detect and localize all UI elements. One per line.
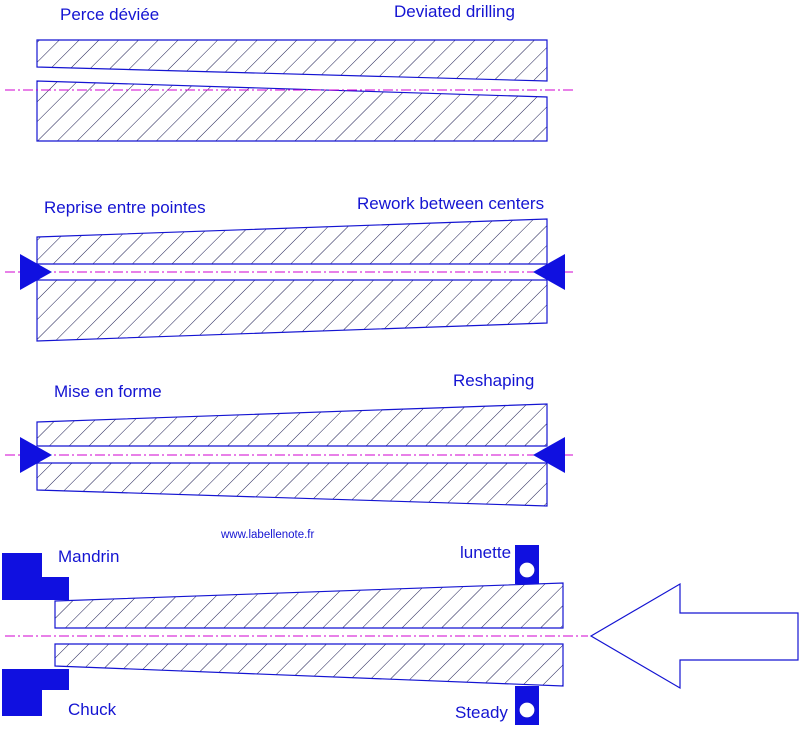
deviated-bar-top — [36, 39, 548, 82]
steady-bottom — [515, 686, 539, 725]
label-deviated-drilling-en: Deviated drilling — [394, 2, 515, 21]
label-deviated-drilling-fr: Perce déviée — [60, 5, 160, 24]
direction-arrow — [589, 582, 799, 690]
chuck-jaw-bottom — [2, 669, 69, 716]
chuck-steady-panel — [2, 545, 799, 725]
deviated-drilling-panel — [5, 39, 575, 142]
label-chuck-en: Chuck — [68, 700, 117, 719]
rework-bar-bottom — [36, 279, 548, 342]
left-center-point — [20, 254, 52, 290]
right-center-point-3 — [533, 437, 565, 473]
steady-top — [515, 545, 539, 584]
rework-between-centers-panel — [5, 218, 575, 342]
reshaping-panel — [5, 403, 575, 507]
workpiece-top — [54, 582, 564, 629]
chuck-jaw-top — [2, 553, 69, 600]
label-steady-en: Steady — [455, 703, 508, 722]
reshaping-bar-top — [36, 403, 548, 447]
right-center-point — [533, 254, 565, 290]
workpiece-bottom — [54, 643, 564, 687]
label-reshaping-en: Reshaping — [453, 371, 535, 390]
website-label: www.labellenote.fr — [221, 529, 315, 541]
label-chuck-fr: Mandrin — [58, 547, 120, 566]
label-rework-fr: Reprise entre pointes — [44, 198, 206, 217]
rework-bar-top — [36, 218, 548, 265]
left-center-point-3 — [20, 437, 52, 473]
label-steady-fr: lunette — [460, 543, 512, 562]
label-reshaping-fr: Mise en forme — [54, 382, 162, 401]
deviated-bar-bottom — [36, 80, 548, 142]
label-rework-en: Rework between centers — [357, 194, 545, 213]
reshaping-bar-bottom — [36, 462, 548, 507]
